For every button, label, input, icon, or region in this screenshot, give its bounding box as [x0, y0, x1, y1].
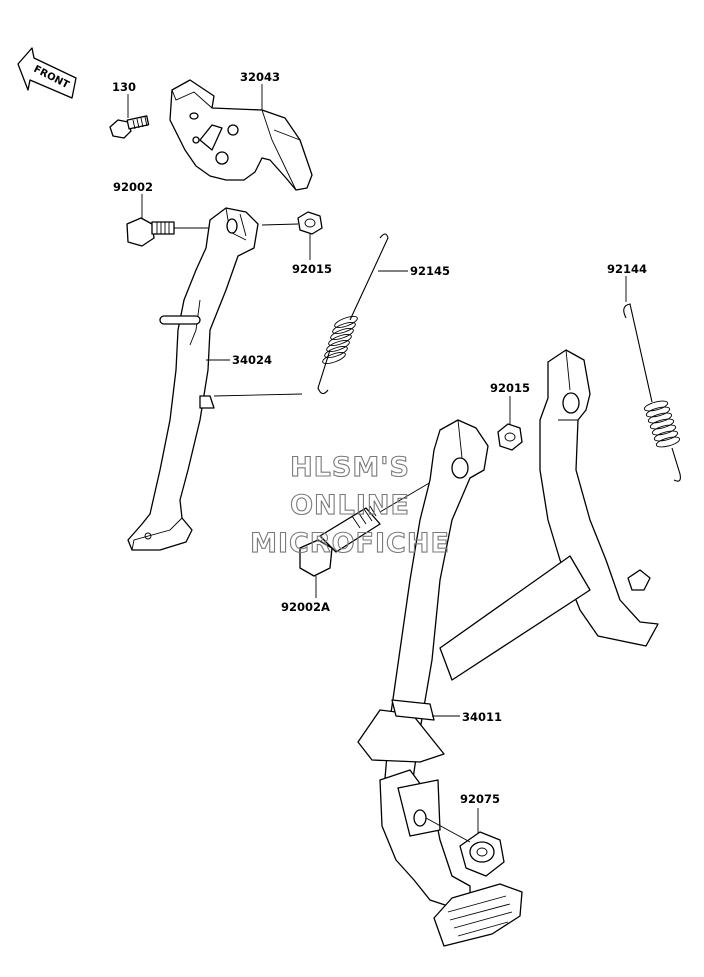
center-stand-34011 — [357, 349, 659, 947]
bolt-92002A — [299, 471, 449, 577]
nut-92015-mid — [497, 423, 523, 451]
spring-92145 — [213, 233, 389, 397]
watermark-line-3: MICROFICHE — [250, 528, 450, 559]
label-92145: 92145 — [410, 264, 450, 278]
bolt-130 — [109, 115, 150, 139]
bolt-92002 — [126, 217, 214, 247]
nut-92015-top — [261, 211, 323, 235]
watermark-line-2: ONLINE — [290, 490, 410, 521]
side-stand-34024 — [127, 207, 259, 551]
label-34024: 34024 — [232, 353, 272, 367]
stopper-92075 — [425, 817, 505, 877]
label-92015-top: 92015 — [292, 262, 332, 276]
label-32043: 32043 — [240, 70, 280, 84]
leader-lines — [127, 84, 627, 834]
bracket-32043 — [169, 79, 313, 191]
label-92015-mid: 92015 — [490, 381, 530, 395]
label-92002: 92002 — [113, 180, 153, 194]
watermark: HLSM'S ONLINE MICROFICHE — [250, 451, 450, 559]
front-arrow-icon: FRONT — [17, 47, 77, 99]
watermark-line-1: HLSM'S — [290, 452, 410, 483]
spring-92144 — [623, 303, 681, 482]
label-92002A: 92002A — [281, 600, 330, 614]
label-130: 130 — [112, 80, 136, 94]
label-92075: 92075 — [460, 792, 500, 806]
label-92144: 92144 — [607, 262, 647, 276]
label-34011: 34011 — [462, 710, 502, 724]
